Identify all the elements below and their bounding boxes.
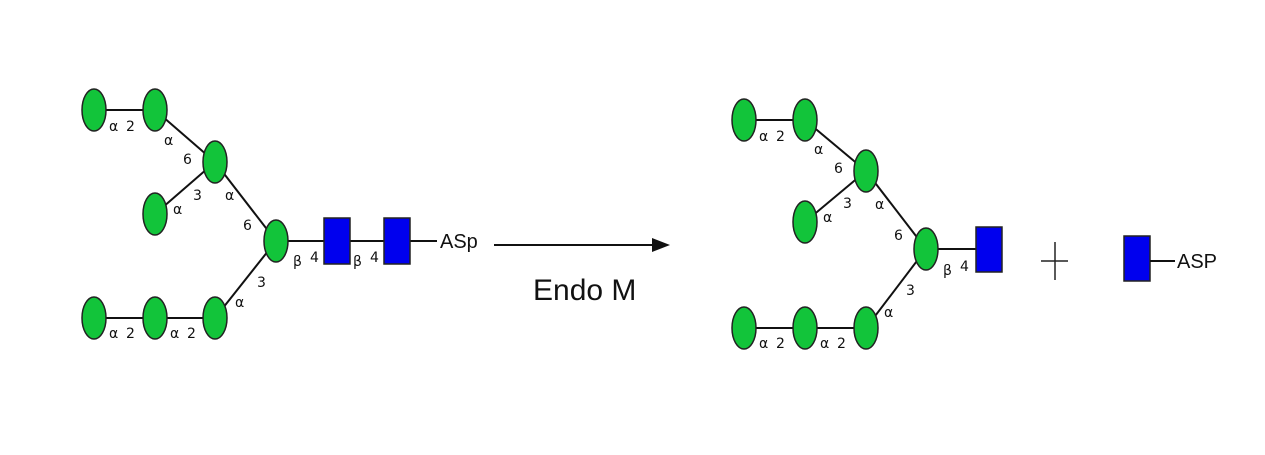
linkage-anomer: α	[814, 142, 823, 158]
mannose-residue	[263, 219, 289, 263]
linkage-anomer: α	[109, 326, 118, 342]
glcnac-residue	[1123, 235, 1151, 282]
linkage-position: 6	[894, 228, 903, 244]
linkage-anomer: α	[164, 133, 173, 149]
linkage-position: 6	[834, 161, 843, 177]
mannose-residue	[913, 227, 939, 271]
aglycone-label: ASp	[440, 231, 478, 253]
mannose-residue	[853, 306, 879, 350]
linkage-anomer: α	[235, 295, 244, 311]
linkage-anomer: α	[225, 188, 234, 204]
linkage-position: 2	[776, 336, 785, 352]
mannose-residue	[142, 192, 168, 236]
substrate-glycan: α 2 α 6 α 3 α 6 3 α β 4 β 4 α 2 α 2 ASp	[81, 88, 478, 342]
aglycone-label: ASP	[1177, 251, 1217, 273]
mannose-residue	[142, 88, 168, 132]
linkage-position: 6	[243, 218, 252, 234]
enzyme-label: Endo M	[533, 274, 636, 307]
mannose-residue	[202, 140, 228, 184]
linkage-anomer: β	[293, 254, 302, 270]
mannose-residue	[142, 296, 168, 340]
linkage-anomer: α	[759, 129, 768, 145]
product-glycan: α 2 α 6 α 3 α 6 3 α β 4 α 2 α 2	[731, 98, 1003, 352]
mannose-residue	[731, 306, 757, 350]
linkage-anomer: β	[943, 263, 952, 279]
mannose-residue	[81, 296, 107, 340]
linkage-position: 2	[776, 129, 785, 145]
linkage-position: 3	[843, 196, 852, 212]
linkage-position: 4	[310, 250, 319, 266]
linkage-position: 3	[906, 283, 915, 299]
mannose-residue	[853, 149, 879, 193]
linkage-anomer: α	[109, 119, 118, 135]
linkage-anomer: α	[759, 336, 768, 352]
linkage-anomer: α	[170, 326, 179, 342]
glcnac-residue	[975, 226, 1003, 273]
linkage-anomer: α	[173, 202, 182, 218]
linkage-anomer: α	[875, 197, 884, 213]
mannose-residue	[792, 200, 818, 244]
plus-sign-icon	[1041, 242, 1068, 280]
linkage-position: 3	[257, 275, 266, 291]
linkage-position: 3	[193, 188, 202, 204]
linkage-position: 4	[370, 250, 379, 266]
mannose-residue	[731, 98, 757, 142]
reaction-arrow	[494, 238, 670, 252]
glcnac-residue	[323, 217, 351, 265]
mannose-residue	[792, 98, 818, 142]
linkage-position: 2	[837, 336, 846, 352]
mannose-residue	[81, 88, 107, 132]
linkage-position: 2	[187, 326, 196, 342]
linkage-position: 6	[183, 152, 192, 168]
arrow-head-icon	[652, 238, 670, 252]
mannose-residue	[202, 296, 228, 340]
linkage-anomer: α	[823, 210, 832, 226]
mannose-residue	[792, 306, 818, 350]
linkage-position: 2	[126, 119, 135, 135]
linkage-anomer: α	[820, 336, 829, 352]
linkage-anomer: β	[353, 254, 362, 270]
linkage-position: 4	[960, 259, 969, 275]
glcnac-residue	[383, 217, 411, 265]
linkage-position: 2	[126, 326, 135, 342]
product-peptide: ASP	[1123, 235, 1217, 282]
linkage-anomer: α	[884, 305, 893, 321]
